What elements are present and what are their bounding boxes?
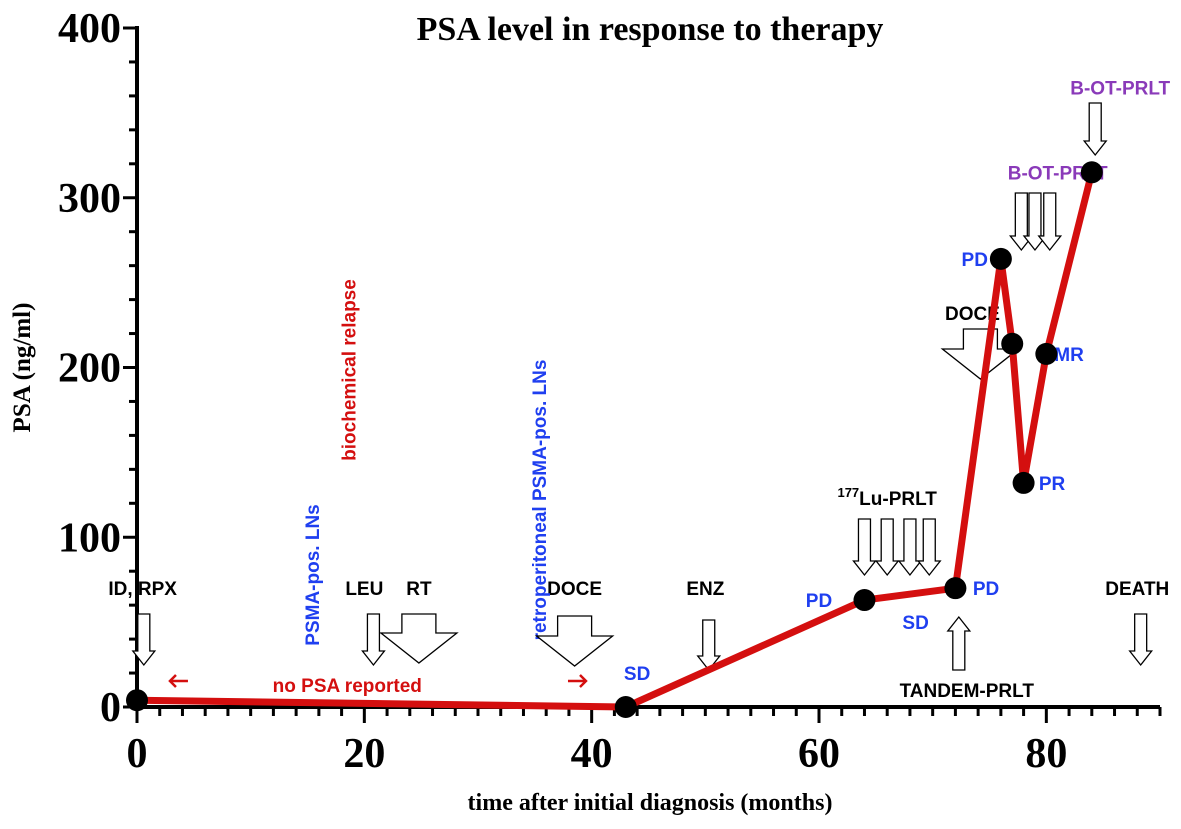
x-tick-label: 60 bbox=[798, 731, 840, 777]
data-point bbox=[126, 689, 148, 712]
enz-arrow-icon bbox=[696, 619, 722, 672]
lu-prlt-arrow-icon bbox=[916, 518, 942, 577]
tandem-prlt-arrow-icon bbox=[946, 615, 972, 671]
death-arrow-icon bbox=[1128, 613, 1154, 667]
b-ot-prlt-final-arrow-icon bbox=[1082, 102, 1108, 157]
left-red-arrow-icon bbox=[168, 674, 188, 688]
y-tick-label: 100 bbox=[58, 515, 121, 561]
right-red-arrow-icon bbox=[567, 674, 588, 688]
data-point bbox=[944, 577, 967, 600]
x-tick-label: 40 bbox=[571, 731, 613, 777]
therapy-label: DOCE bbox=[547, 579, 602, 600]
data-point bbox=[1035, 342, 1058, 365]
response-label: MR bbox=[1054, 345, 1084, 366]
lu-prlt-arrow-icon bbox=[852, 518, 877, 577]
therapy-label: DEATH bbox=[1105, 579, 1169, 600]
b-ot-prlt-arrow-icon bbox=[1037, 192, 1063, 252]
no-psa-label: no PSA reported bbox=[273, 676, 422, 697]
lu-prlt-label: 177Lu-PRLT bbox=[837, 485, 937, 510]
y-tick-label: 0 bbox=[100, 685, 121, 731]
response-label: SD bbox=[624, 664, 650, 685]
data-point bbox=[853, 589, 876, 612]
y-tick-label: 300 bbox=[58, 176, 121, 222]
data-point bbox=[614, 696, 637, 718]
response-label: SD bbox=[902, 613, 928, 634]
series-line bbox=[133, 168, 1096, 711]
lu-prlt-arrow-icon bbox=[897, 518, 923, 577]
leu-arrow-icon bbox=[361, 613, 386, 667]
x-tick-label: 80 bbox=[1025, 731, 1067, 777]
red-arrow-head bbox=[579, 674, 588, 688]
therapy-label: ID, RPX bbox=[108, 579, 177, 600]
data-point bbox=[1080, 161, 1103, 184]
therapy-label: LEU bbox=[345, 579, 383, 600]
x-tick-label: 20 bbox=[343, 731, 385, 777]
therapy-label: ENZ bbox=[686, 579, 724, 600]
response-label: PR bbox=[1039, 474, 1066, 495]
y-axis-label: PSA (ng/ml) bbox=[9, 303, 36, 433]
rt-arrow-icon bbox=[379, 613, 459, 664]
red-arrow-head bbox=[168, 674, 177, 688]
lu-prlt-arrow-icon bbox=[874, 518, 900, 577]
id-rpx-arrow-icon bbox=[131, 613, 157, 667]
doce-late-arrow-icon bbox=[940, 328, 1021, 380]
vertical-relapse-label: biochemical relapse bbox=[340, 279, 361, 461]
therapy-label: DOCE bbox=[945, 304, 1000, 325]
lu-prlt-superscript: 177 bbox=[837, 485, 859, 500]
response-label: PD bbox=[806, 591, 832, 612]
data-point bbox=[1001, 332, 1024, 355]
doce-arrow-icon bbox=[534, 615, 615, 667]
b-ot-prlt-label: B-OT-PRLT bbox=[1070, 78, 1170, 99]
data-point bbox=[1012, 471, 1035, 494]
vertical-finding-label: PSMA-pos. LNs bbox=[303, 504, 324, 645]
chart-title: PSA level in response to therapy bbox=[417, 11, 884, 48]
response-label: PD bbox=[973, 579, 999, 600]
response-label: PD bbox=[962, 250, 988, 271]
x-axis-label: time after initial diagnosis (months) bbox=[468, 790, 833, 816]
y-tick-label: 200 bbox=[58, 346, 121, 392]
y-tick-label: 400 bbox=[58, 6, 121, 52]
data-point bbox=[989, 247, 1012, 270]
x-tick-label: 0 bbox=[127, 731, 148, 777]
vertical-finding-label: retroperitoneal PSMA-pos. LNs bbox=[530, 360, 551, 641]
therapy-label: RT bbox=[406, 579, 432, 600]
therapy-label: TANDEM-PRLT bbox=[900, 681, 1035, 702]
lu-prlt-text: Lu-PRLT bbox=[859, 489, 937, 510]
